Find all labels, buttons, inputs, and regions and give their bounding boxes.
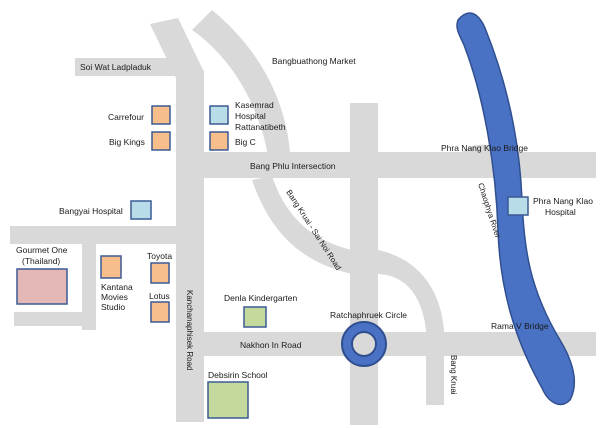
- label-denla-kindergarten: Denla Kindergarten: [224, 293, 298, 303]
- marker-kasemrad-hospital[interactable]: [209, 105, 229, 125]
- marker-kantana[interactable]: [100, 255, 122, 279]
- label-big-c: Big C: [235, 137, 256, 147]
- label-big-kings: Big Kings: [109, 137, 145, 147]
- label-bangyai-hospital: Bangyai Hospital: [59, 206, 123, 216]
- road-gourmet-horizontal: [14, 312, 96, 326]
- label-lotus: Lotus: [149, 291, 170, 301]
- road-ratchaphruek-vertical: [350, 103, 378, 425]
- road-bangyai: [10, 226, 178, 244]
- marker-debsirin-school[interactable]: [207, 381, 249, 419]
- label-kasemrad-2: Hospital: [235, 111, 266, 121]
- marker-gourmet-one[interactable]: [16, 268, 68, 305]
- road-kanchanaphisek: [176, 70, 204, 422]
- label-phra-nang-klao-bridge: Phra Nang Klao Bridge: [441, 143, 528, 153]
- road-bang-kruai-curve: [378, 250, 444, 405]
- label-phra-nang-klao-hospital-2: Hospital: [545, 207, 576, 217]
- roundabout-inner: [351, 331, 377, 357]
- label-kanchanaphisek-road: Kanchanaphisek Road: [185, 290, 194, 371]
- label-nakhon-in-road: Nakhon In Road: [240, 340, 302, 350]
- label-phra-nang-klao-hospital-1: Phra Nang Klao: [533, 196, 593, 206]
- road-bang-kruai-sai-noi: [252, 176, 352, 274]
- place-markers: [16, 105, 529, 419]
- label-debsirin-school: Debsirin School: [208, 370, 268, 380]
- label-toyota: Toyota: [147, 251, 172, 261]
- road-soi-wat-ladpladuk: [75, 58, 185, 76]
- marker-big-c[interactable]: [209, 131, 229, 151]
- label-bang-phlu-intersection: Bang Phlu Intersection: [250, 161, 336, 171]
- label-kasemrad-1: Kasemrad: [235, 100, 274, 110]
- marker-carrefour[interactable]: [151, 105, 171, 125]
- marker-bangyai-hospital[interactable]: [130, 200, 152, 220]
- label-gourmet-one-1: Gourmet One: [16, 245, 68, 255]
- road-northwest-spur: [150, 18, 204, 78]
- road-bang-phlu: [176, 152, 596, 178]
- road-gourmet-vertical: [82, 244, 96, 330]
- ratchaphruek-circle: [341, 321, 387, 367]
- label-ratchaphruek-circle: Ratchaphruek Circle: [330, 310, 407, 320]
- label-carrefour: Carrefour: [108, 112, 144, 122]
- label-soi-wat-ladpladuk: Soi Wat Ladpladuk: [80, 62, 152, 72]
- road-bangbuathong-curve: [192, 10, 290, 156]
- marker-toyota[interactable]: [150, 262, 170, 284]
- label-kantana-1: Kantana: [101, 282, 133, 292]
- label-bangbuathong-market: Bangbuathong Market: [272, 56, 356, 66]
- marker-phra-nang-klao-hospital[interactable]: [507, 196, 529, 216]
- label-kasemrad-3: Rattanatibeth: [235, 122, 286, 132]
- marker-big-kings[interactable]: [151, 131, 171, 151]
- marker-lotus[interactable]: [150, 301, 170, 323]
- label-gourmet-one-2: (Thailand): [22, 256, 60, 266]
- label-rama-v-bridge: Rama V Bridge: [491, 321, 549, 331]
- marker-denla-kindergarten[interactable]: [243, 306, 267, 328]
- label-bang-kruai: Bang Kruai: [449, 355, 458, 395]
- label-kantana-3: Studio: [101, 302, 125, 312]
- label-kantana-2: Movies: [101, 292, 128, 302]
